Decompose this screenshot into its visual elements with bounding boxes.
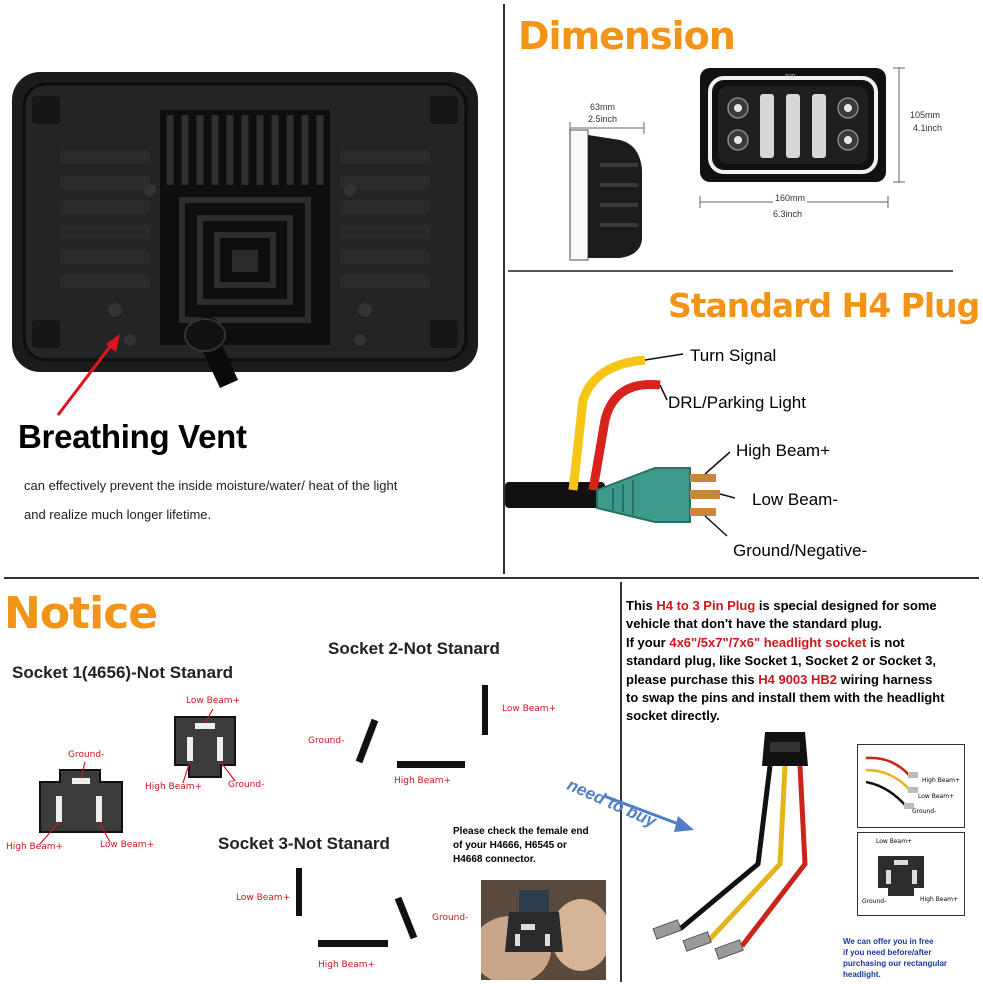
inset1-ground-label: Ground- — [912, 808, 937, 815]
ground-label: Ground/Negative- — [733, 541, 868, 560]
breathing-vent-title: Breathing Vent — [18, 418, 247, 455]
socket3-pins — [296, 868, 418, 947]
socket1-connector-a — [39, 761, 123, 845]
breathing-vent-desc-2: and realize much longer lifetime. — [24, 507, 212, 522]
low-beam-label: Low Beam- — [752, 490, 838, 509]
socket2-ground-label: Ground- — [308, 736, 345, 746]
info-l3-a: If your — [626, 635, 670, 650]
top-mark: TOP — [785, 74, 796, 80]
info-l1-c: is special designed for some — [755, 598, 937, 613]
info-line-2: vehicle that don't have the standard plu… — [626, 616, 882, 631]
divider-vertical-bottom — [620, 582, 622, 982]
offer-line-1: We can offer you in free — [843, 937, 934, 946]
info-line-1: This H4 to 3 Pin Plug is special designe… — [626, 597, 937, 616]
socket2-low-label: Low Beam+ — [502, 704, 557, 714]
socket3-ground-label: Ground- — [432, 913, 469, 923]
info-l1-a: This — [626, 598, 657, 613]
high-beam-label: High Beam+ — [736, 441, 831, 460]
inset-socket-image — [878, 856, 924, 896]
headlight-side-image — [569, 129, 642, 261]
info-l5-a: please purchase this — [626, 672, 759, 687]
info-line-6: to swap the pins and install them with t… — [626, 690, 945, 705]
h4-plug-title: Standard H4 Plug — [668, 286, 980, 325]
info-line-7: socket directly. — [626, 708, 720, 723]
divider-horizontal-right — [508, 270, 953, 272]
headlight-front-image — [700, 68, 886, 182]
socket1b-high-label: High Beam+ — [145, 782, 203, 792]
info-l3-c: is not — [866, 635, 905, 650]
info-line-5: please purchase this H4 9003 HB2 wiring … — [626, 671, 932, 690]
check-line-3: H4668 connector. — [453, 854, 536, 865]
turn-signal-label: Turn Signal — [690, 346, 777, 365]
h4-plug-wiring-diagram — [505, 353, 735, 537]
wiring-harness-image — [652, 732, 808, 960]
inset2-low-label: Low Beam+ — [876, 838, 913, 845]
socket3-high-label: High Beam+ — [318, 960, 376, 970]
height-inch-label: 4.1inch — [913, 123, 943, 133]
socket1a-high-label: High Beam+ — [6, 842, 64, 852]
height-dim-line — [893, 67, 905, 183]
offer-line-4: headlight. — [843, 970, 881, 979]
socket1b-low-label: Low Beam+ — [186, 696, 241, 706]
check-line-1: Please check the female end — [453, 826, 589, 837]
inset-wires-image — [865, 756, 918, 809]
info-l3-b: 4x6"/5x7"/7x6" headlight socket — [669, 635, 867, 650]
arrow-to-vent — [56, 334, 120, 416]
socket1-title: Socket 1(4656)-Not Stanard — [12, 663, 234, 682]
socket1b-ground-label: Ground- — [228, 780, 265, 790]
socket3-low-label: Low Beam+ — [236, 893, 291, 903]
inset2-high-label: High Beam+ — [920, 896, 959, 903]
socket2-high-label: High Beam+ — [394, 776, 452, 786]
divider-vertical-top — [503, 4, 505, 574]
info-line-3: If your 4x6"/5x7"/7x6" headlight socket … — [626, 634, 905, 653]
need-to-buy-arrow — [603, 794, 694, 832]
socket3-title: Socket 3-Not Stanard — [218, 834, 390, 853]
inset2-ground-label: Ground- — [862, 898, 887, 905]
depth-dim-line — [569, 122, 645, 134]
offer-line-3: purchasing our rectangular — [843, 959, 948, 968]
socket2-title: Socket 2-Not Stanard — [328, 639, 500, 658]
height-mm-label: 105mm — [910, 110, 941, 120]
width-mm-label: 160mm — [773, 193, 808, 203]
connector-photo — [481, 880, 606, 980]
socket1a-ground-label: Ground- — [68, 750, 105, 760]
divider-horizontal-middle — [4, 577, 979, 579]
offer-line-2: if you need before/after — [843, 948, 932, 957]
inset1-high-label: High Beam+ — [922, 777, 961, 784]
dimension-title: Dimension — [518, 14, 736, 58]
width-inch-label: 6.3inch — [773, 209, 803, 219]
info-line-4: standard plug, like Socket 1, Socket 2 o… — [626, 653, 936, 668]
info-l5-b: H4 9003 HB2 — [758, 672, 838, 687]
notice-title: Notice — [4, 588, 158, 639]
info-l1-b: H4 to 3 Pin Plug — [656, 598, 756, 613]
socket2-pins — [355, 685, 488, 768]
inset1-low-label: Low Beam+ — [918, 793, 955, 800]
check-line-2: of your H4666, H6545 or — [453, 840, 567, 851]
depth-inch-label: 2.5inch — [588, 114, 618, 124]
headlight-back-image — [12, 72, 478, 388]
depth-mm-label: 63mm — [590, 102, 616, 112]
info-l5-c: wiring harness — [837, 672, 933, 687]
socket1-connector-b — [174, 708, 236, 784]
breathing-vent-desc-1: can effectively prevent the inside moist… — [24, 478, 398, 493]
socket1a-low-label: Low Beam+ — [100, 840, 155, 850]
drl-label: DRL/Parking Light — [668, 393, 806, 412]
